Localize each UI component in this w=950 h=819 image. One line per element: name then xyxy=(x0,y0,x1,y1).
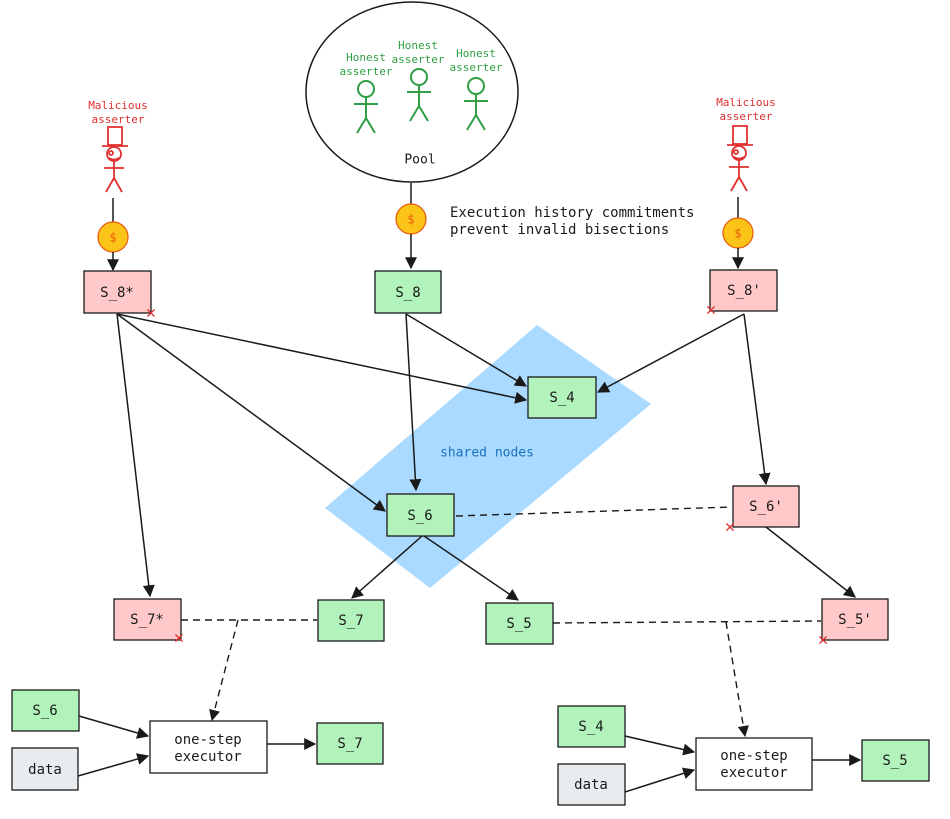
edge-s8star-s4 xyxy=(116,313,528,404)
svg-text:$: $ xyxy=(734,227,741,241)
svg-text:Honest: Honest xyxy=(346,51,386,64)
svg-text:S_7: S_7 xyxy=(338,613,363,629)
node-s5: S_5 xyxy=(485,602,554,645)
pool-label: Pool xyxy=(404,153,435,168)
dashed-s6-s6prime xyxy=(455,506,733,517)
executor-output-state xyxy=(861,739,930,782)
svg-text:Malicious: Malicious xyxy=(88,99,148,112)
shared-nodes-label: shared nodes xyxy=(440,446,534,461)
invalid-x-icon: ✕ xyxy=(146,303,156,323)
svg-text:Honest: Honest xyxy=(456,47,496,60)
svg-text:asserter: asserter xyxy=(92,113,145,126)
executor-input-state xyxy=(557,705,626,748)
coin-icon-left: $ xyxy=(97,221,129,253)
node-s7-star: S_7* ✕ xyxy=(113,598,184,648)
edge-s6-s7 xyxy=(351,535,423,599)
svg-text:one-step: one-step xyxy=(174,732,241,748)
svg-text:executor: executor xyxy=(720,765,787,781)
edge-s8-s6 xyxy=(405,313,422,492)
svg-text:S_6: S_6 xyxy=(407,508,432,524)
node-s8-star: S_8* ✕ xyxy=(83,270,156,323)
honest-asserter-3: Honest asserter xyxy=(450,47,503,131)
coin-icon-pool: $ xyxy=(395,203,427,235)
svg-text:$: $ xyxy=(407,213,414,227)
svg-text:S_6: S_6 xyxy=(32,703,57,719)
edge-s6-s5 xyxy=(423,535,519,601)
honest-asserter-1: Honest asserter xyxy=(340,51,393,134)
node-s6-prime: S_6' ✕ xyxy=(725,485,800,537)
executor-input-data xyxy=(557,763,626,806)
svg-text:S_7*: S_7* xyxy=(130,612,164,628)
node-s7: S_7 xyxy=(317,599,385,642)
invalid-x-icon: ✕ xyxy=(706,300,716,320)
invalid-x-icon: ✕ xyxy=(818,630,828,650)
malicious-asserter-left: Malicious asserter xyxy=(88,99,148,193)
svg-text:S_5: S_5 xyxy=(882,753,907,769)
invalid-x-icon: ✕ xyxy=(725,517,735,537)
honest-person-icon xyxy=(407,68,431,122)
honest-person-icon xyxy=(354,80,378,134)
executor-input-state xyxy=(11,689,80,732)
svg-text:asserter: asserter xyxy=(450,61,503,74)
edge-s8prime-s4 xyxy=(596,313,745,393)
svg-text:S_8: S_8 xyxy=(395,285,420,301)
svg-text:$: $ xyxy=(109,231,116,245)
edge-s8star-s6 xyxy=(116,313,386,512)
dashed-to-executor-right xyxy=(725,621,749,738)
edge-s8prime-s6prime xyxy=(743,313,771,486)
svg-text:data: data xyxy=(28,762,62,778)
honest-person-icon xyxy=(464,77,488,131)
top-hat-person-icon xyxy=(727,125,753,192)
svg-text:S_6': S_6' xyxy=(749,499,783,515)
svg-text:S_4: S_4 xyxy=(549,390,574,406)
malicious-asserter-right: Malicious asserter xyxy=(716,96,776,192)
svg-text:S_8': S_8' xyxy=(727,283,761,299)
top-hat-person-icon xyxy=(102,126,128,193)
node-s6: S_6 xyxy=(386,493,455,537)
svg-text:data: data xyxy=(574,777,608,793)
dashed-s5-s5prime xyxy=(552,620,822,624)
edge-s6prime-s5prime xyxy=(765,526,856,598)
honest-asserter-2: Honest asserter xyxy=(392,39,445,122)
node-s8-prime: S_8' ✕ xyxy=(706,269,778,320)
edge-s8star-s7star xyxy=(116,313,155,598)
svg-text:executor: executor xyxy=(174,749,241,765)
invalid-x-icon: ✕ xyxy=(174,628,184,648)
node-s4: S_4 xyxy=(527,376,597,419)
annotation-line-2: prevent invalid bisections xyxy=(450,222,669,238)
svg-text:S_4: S_4 xyxy=(578,719,603,735)
svg-text:S_5': S_5' xyxy=(838,612,872,628)
svg-text:S_8*: S_8* xyxy=(100,285,134,301)
coin-icon-right: $ xyxy=(722,217,754,249)
edge-s8-s4 xyxy=(405,313,528,387)
svg-text:S_7: S_7 xyxy=(337,736,362,752)
svg-text:Malicious: Malicious xyxy=(716,96,776,109)
node-s5-prime: S_5' ✕ xyxy=(818,598,889,650)
node-s8: S_8 xyxy=(374,270,442,314)
svg-text:one-step: one-step xyxy=(720,748,787,764)
svg-text:asserter: asserter xyxy=(720,110,773,123)
svg-text:asserter: asserter xyxy=(392,53,445,66)
one-step-executor xyxy=(149,720,268,774)
executor-group-right: S_4 data one-step executor S_5 xyxy=(557,705,930,806)
svg-text:Honest: Honest xyxy=(398,39,438,52)
svg-text:asserter: asserter xyxy=(340,65,393,78)
annotation-line-1: Execution history commitments xyxy=(450,205,694,221)
executor-output-state xyxy=(316,722,384,765)
svg-text:S_5: S_5 xyxy=(506,616,531,632)
dashed-to-executor-left xyxy=(209,619,239,722)
one-step-executor xyxy=(695,737,813,791)
executor-group-left: S_6 data one-step executor S_7 xyxy=(11,689,384,791)
executor-input-data xyxy=(11,747,79,791)
